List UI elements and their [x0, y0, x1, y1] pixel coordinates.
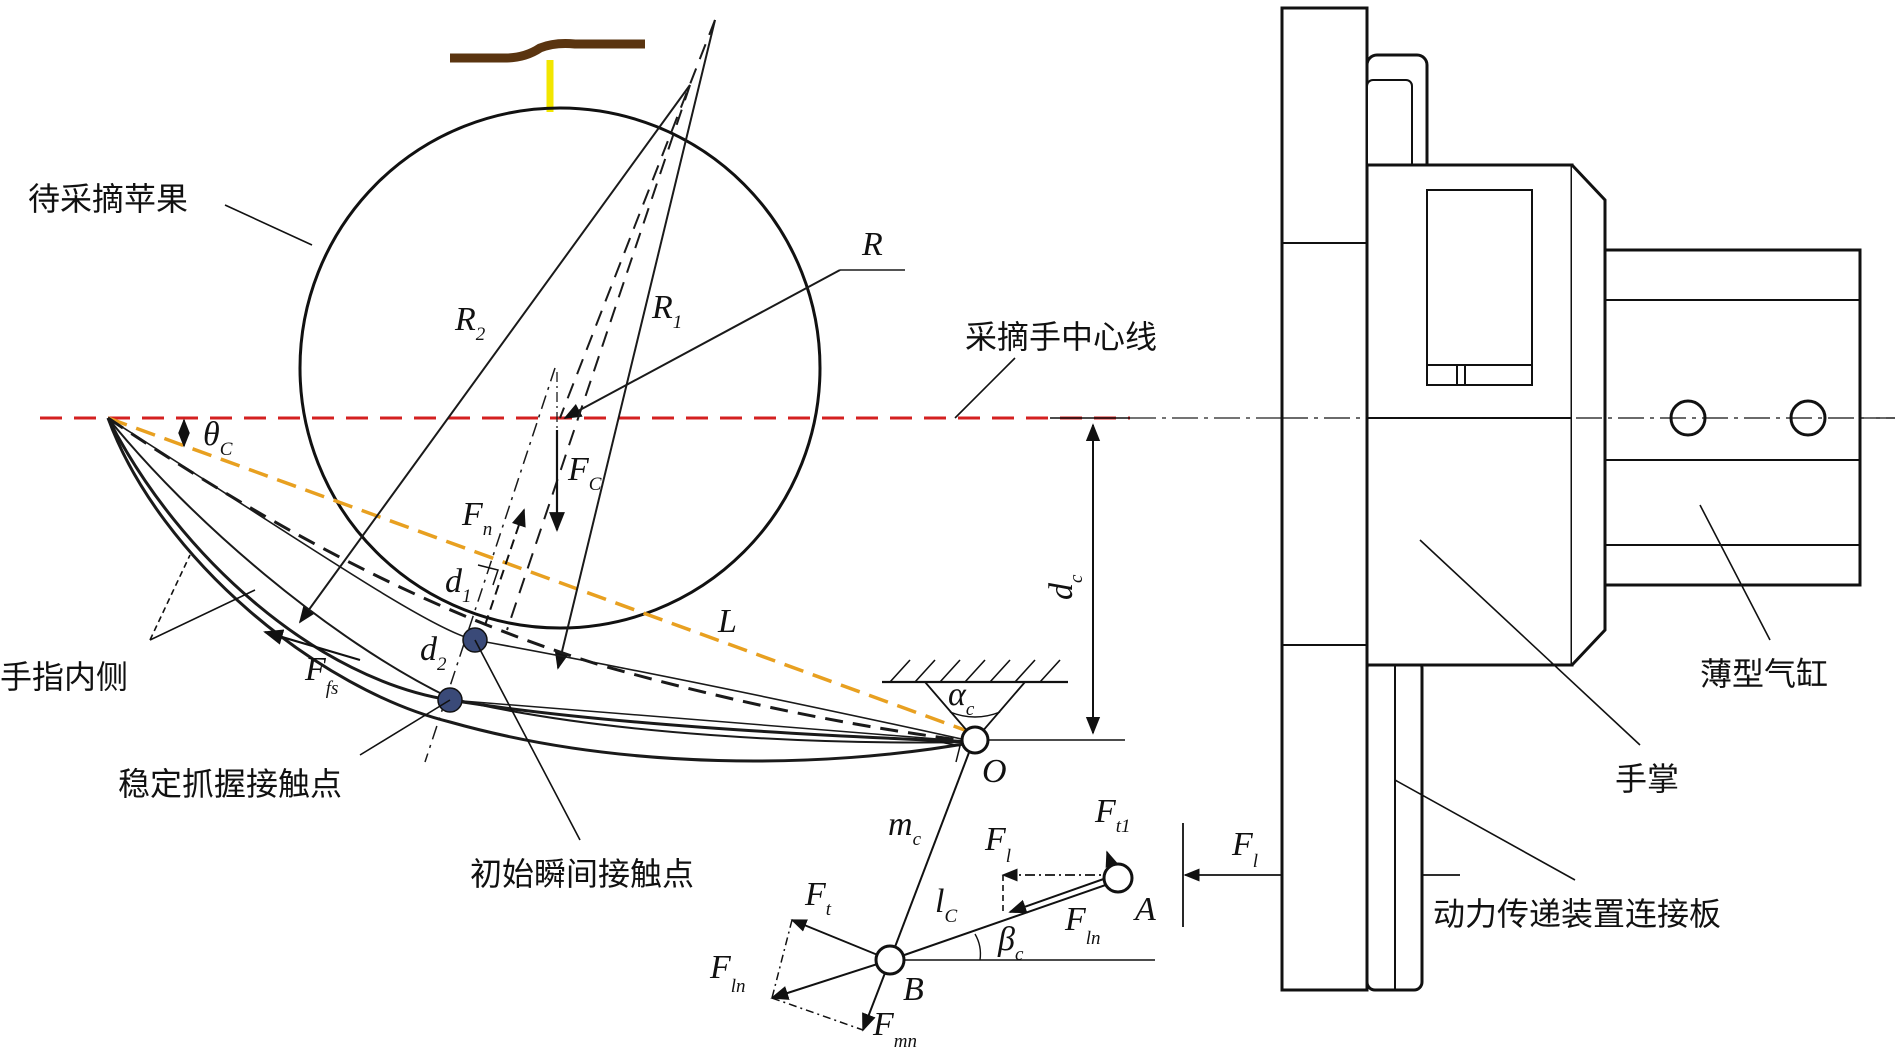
fl-right-label: Fl — [1231, 826, 1258, 872]
r2-label: R2 — [454, 301, 486, 345]
ground-support — [882, 417, 1130, 742]
upper-inner-block — [1426, 189, 1533, 386]
apple-leader — [224, 204, 313, 246]
d2-right-angle-mark — [939, 741, 961, 763]
parallelogram-dash-1 — [771, 919, 793, 999]
a-label: A — [1133, 891, 1156, 928]
palm-bevel — [1570, 163, 1607, 667]
r1-line — [554, 19, 716, 670]
connector-plate — [1280, 6, 1369, 992]
palm-label: 手掌 — [1615, 760, 1679, 798]
fc-label: FC — [567, 451, 602, 495]
theta-c-label: θC — [203, 416, 233, 460]
beta-c-label: βc — [997, 921, 1024, 965]
mc-label: mc — [888, 806, 922, 850]
connector-plate-label: 动力传递装置连接板 — [1433, 895, 1721, 933]
mechanical-assembly — [1280, 6, 1895, 992]
symbol-labels: R R1 R2 θC FC Fn d1 d2 Ffs L αc dc O mc … — [203, 226, 1258, 1052]
finger-outer-curve — [106, 417, 976, 763]
finger-curves — [106, 367, 976, 763]
apple-outline — [298, 106, 822, 630]
fn-label: Fn — [461, 496, 492, 540]
ft-arrow — [790, 919, 891, 961]
d1-right-angle-mark — [477, 564, 499, 586]
leader-lines — [149, 204, 1771, 881]
alpha-c-label: αc — [948, 676, 975, 720]
radius-lines — [298, 19, 905, 670]
long-dash-line-2 — [559, 19, 716, 419]
l-label: L — [717, 603, 737, 640]
fln-b-arrow — [770, 959, 891, 1000]
chord-L-line — [107, 416, 971, 734]
link-l-c — [889, 879, 1121, 961]
alpha-arc — [949, 711, 1001, 718]
cylinder-leader — [1699, 504, 1771, 641]
finger-leader-1 — [149, 589, 256, 641]
fln-a-arrow — [1008, 874, 1116, 914]
centerline-leader — [954, 357, 1016, 419]
apple-stem — [450, 39, 645, 63]
link-m-c — [889, 741, 974, 961]
text-labels: 待采摘苹果 采摘手中心线 手指内侧 稳定抓握接触点 初始瞬间接触点 薄型气缸 手… — [0, 180, 1828, 933]
joint-a — [1102, 862, 1134, 894]
finger-inner-label: 手指内侧 — [0, 658, 128, 696]
fl-mid-label: Fl — [984, 821, 1011, 867]
plate-leader — [1394, 779, 1576, 881]
o-label: O — [982, 753, 1007, 790]
linkage — [770, 725, 1460, 1032]
ffs-label: Ffs — [304, 651, 338, 699]
apple-label: 待采摘苹果 — [28, 180, 188, 218]
ffs-arrow — [263, 629, 361, 662]
initial-contact-label: 初始瞬间接触点 — [470, 855, 694, 893]
r1-label: R1 — [651, 289, 682, 333]
b-label: B — [903, 971, 924, 1008]
ft-label: Ft — [804, 876, 832, 920]
contact-normal-line — [424, 367, 556, 763]
lc-label: lC — [935, 883, 957, 927]
fln-b-label: Fln — [709, 949, 746, 997]
joint-b — [874, 944, 906, 976]
fmn-label: Fmn — [872, 1006, 917, 1052]
stable-contact-label: 稳定抓握接触点 — [118, 765, 342, 803]
parallelogram-dash-2 — [771, 997, 864, 1031]
d2-label: d2 — [420, 631, 447, 675]
palm-leader — [1419, 539, 1641, 746]
beta-arc — [974, 933, 982, 961]
fn-arrow — [479, 508, 526, 641]
r2-line — [298, 84, 691, 624]
finger-dashed-curve — [107, 416, 976, 744]
dc-label: dc — [1043, 574, 1087, 600]
initial-contact-leader — [474, 639, 581, 841]
d1-label: d1 — [445, 563, 472, 607]
long-dash-line-1 — [506, 84, 691, 631]
finger-leader-2 — [149, 554, 191, 641]
centerline-label: 采摘手中心线 — [965, 318, 1157, 356]
r-label: R — [861, 226, 883, 263]
fln-a-label: Fln — [1064, 901, 1101, 949]
ground-hatch — [889, 659, 1061, 683]
r-line — [563, 269, 841, 419]
stable-contact-line — [449, 699, 976, 743]
stable-contact-leader — [359, 699, 451, 756]
cylinder-label: 薄型气缸 — [1700, 655, 1828, 693]
ft1-label: Ft1 — [1094, 793, 1131, 837]
pivot-o — [960, 725, 990, 755]
apple-group — [298, 39, 822, 630]
